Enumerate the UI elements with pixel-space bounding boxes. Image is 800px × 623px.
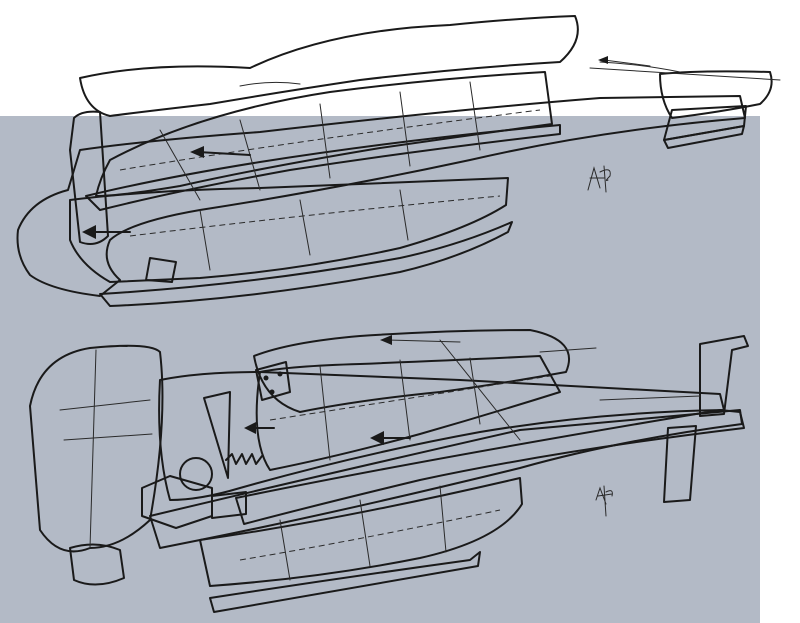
lower-bow-foot — [663, 425, 697, 503]
upper-keel-strip — [99, 221, 513, 307]
upper-yellow-tip — [663, 125, 745, 149]
lower-flywheel — [179, 457, 213, 491]
lower-bow-post — [699, 335, 749, 417]
lower-pylon-foot — [69, 543, 125, 586]
lower-flow-arrows — [244, 335, 461, 445]
lower-yellow-hull — [199, 477, 523, 587]
upper-construction-lines — [119, 61, 781, 271]
lower-yellow-cockpit — [255, 355, 561, 471]
upper-yellow-side-panel — [95, 71, 553, 197]
lower-hull-drawing — [29, 329, 749, 613]
lower-spring-coil — [225, 453, 263, 465]
lower-construction-lines — [59, 339, 701, 581]
upper-deck — [85, 124, 561, 211]
lower-keel-strip — [209, 551, 481, 613]
lower-strut-triangle — [203, 391, 231, 479]
lower-hinge-plate — [255, 361, 291, 401]
upper-fin — [145, 257, 177, 283]
lower-hinge-bolt — [269, 389, 275, 395]
lower-hinge-bolt — [277, 371, 283, 377]
upper-lower-yellow-hull — [69, 177, 509, 283]
upper-flow-arrows — [82, 56, 651, 239]
upper-nose-pod — [659, 70, 773, 119]
lower-signature — [595, 485, 613, 517]
upper-stern-post — [69, 110, 109, 245]
lower-canopy — [253, 329, 571, 413]
lower-hinge-bolt — [263, 375, 269, 381]
upper-canopy — [79, 15, 579, 117]
lower-engine-grille — [211, 491, 247, 519]
upper-white-hull — [16, 95, 746, 297]
upper-hull-drawing — [16, 15, 781, 307]
lower-boom — [235, 409, 745, 525]
upper-signature — [587, 165, 611, 193]
